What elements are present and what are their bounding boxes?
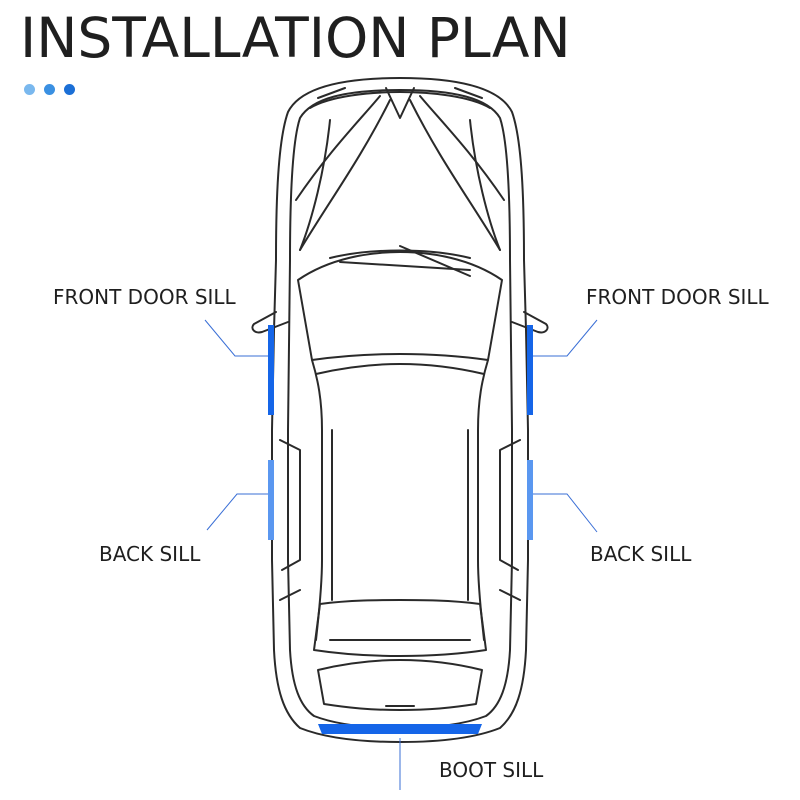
car-outline xyxy=(251,77,549,743)
leader-back-right xyxy=(533,493,598,533)
back-left-sill-strip xyxy=(268,460,274,540)
leader-front-right xyxy=(533,319,598,357)
label-front-door-sill-right: FRONT DOOR SILL xyxy=(586,285,769,309)
dot-medium xyxy=(44,84,55,95)
label-back-sill-right: BACK SILL xyxy=(590,542,692,566)
label-front-door-sill-left: FRONT DOOR SILL xyxy=(53,285,236,309)
leader-front-left xyxy=(204,319,268,357)
sill-strips xyxy=(268,325,533,734)
dot-dark xyxy=(64,84,75,95)
decorative-dots xyxy=(24,84,75,95)
leader-back-left xyxy=(206,493,268,531)
dot-light xyxy=(24,84,35,95)
label-boot-sill: BOOT SILL xyxy=(439,758,544,782)
leader-lines xyxy=(204,319,598,790)
page-title: INSTALLATION PLAN xyxy=(20,6,571,70)
front-right-sill-strip xyxy=(527,325,533,415)
label-back-sill-left: BACK SILL xyxy=(99,542,201,566)
boot-sill-strip xyxy=(318,724,482,734)
back-right-sill-strip xyxy=(527,460,533,540)
front-left-sill-strip xyxy=(268,325,274,415)
